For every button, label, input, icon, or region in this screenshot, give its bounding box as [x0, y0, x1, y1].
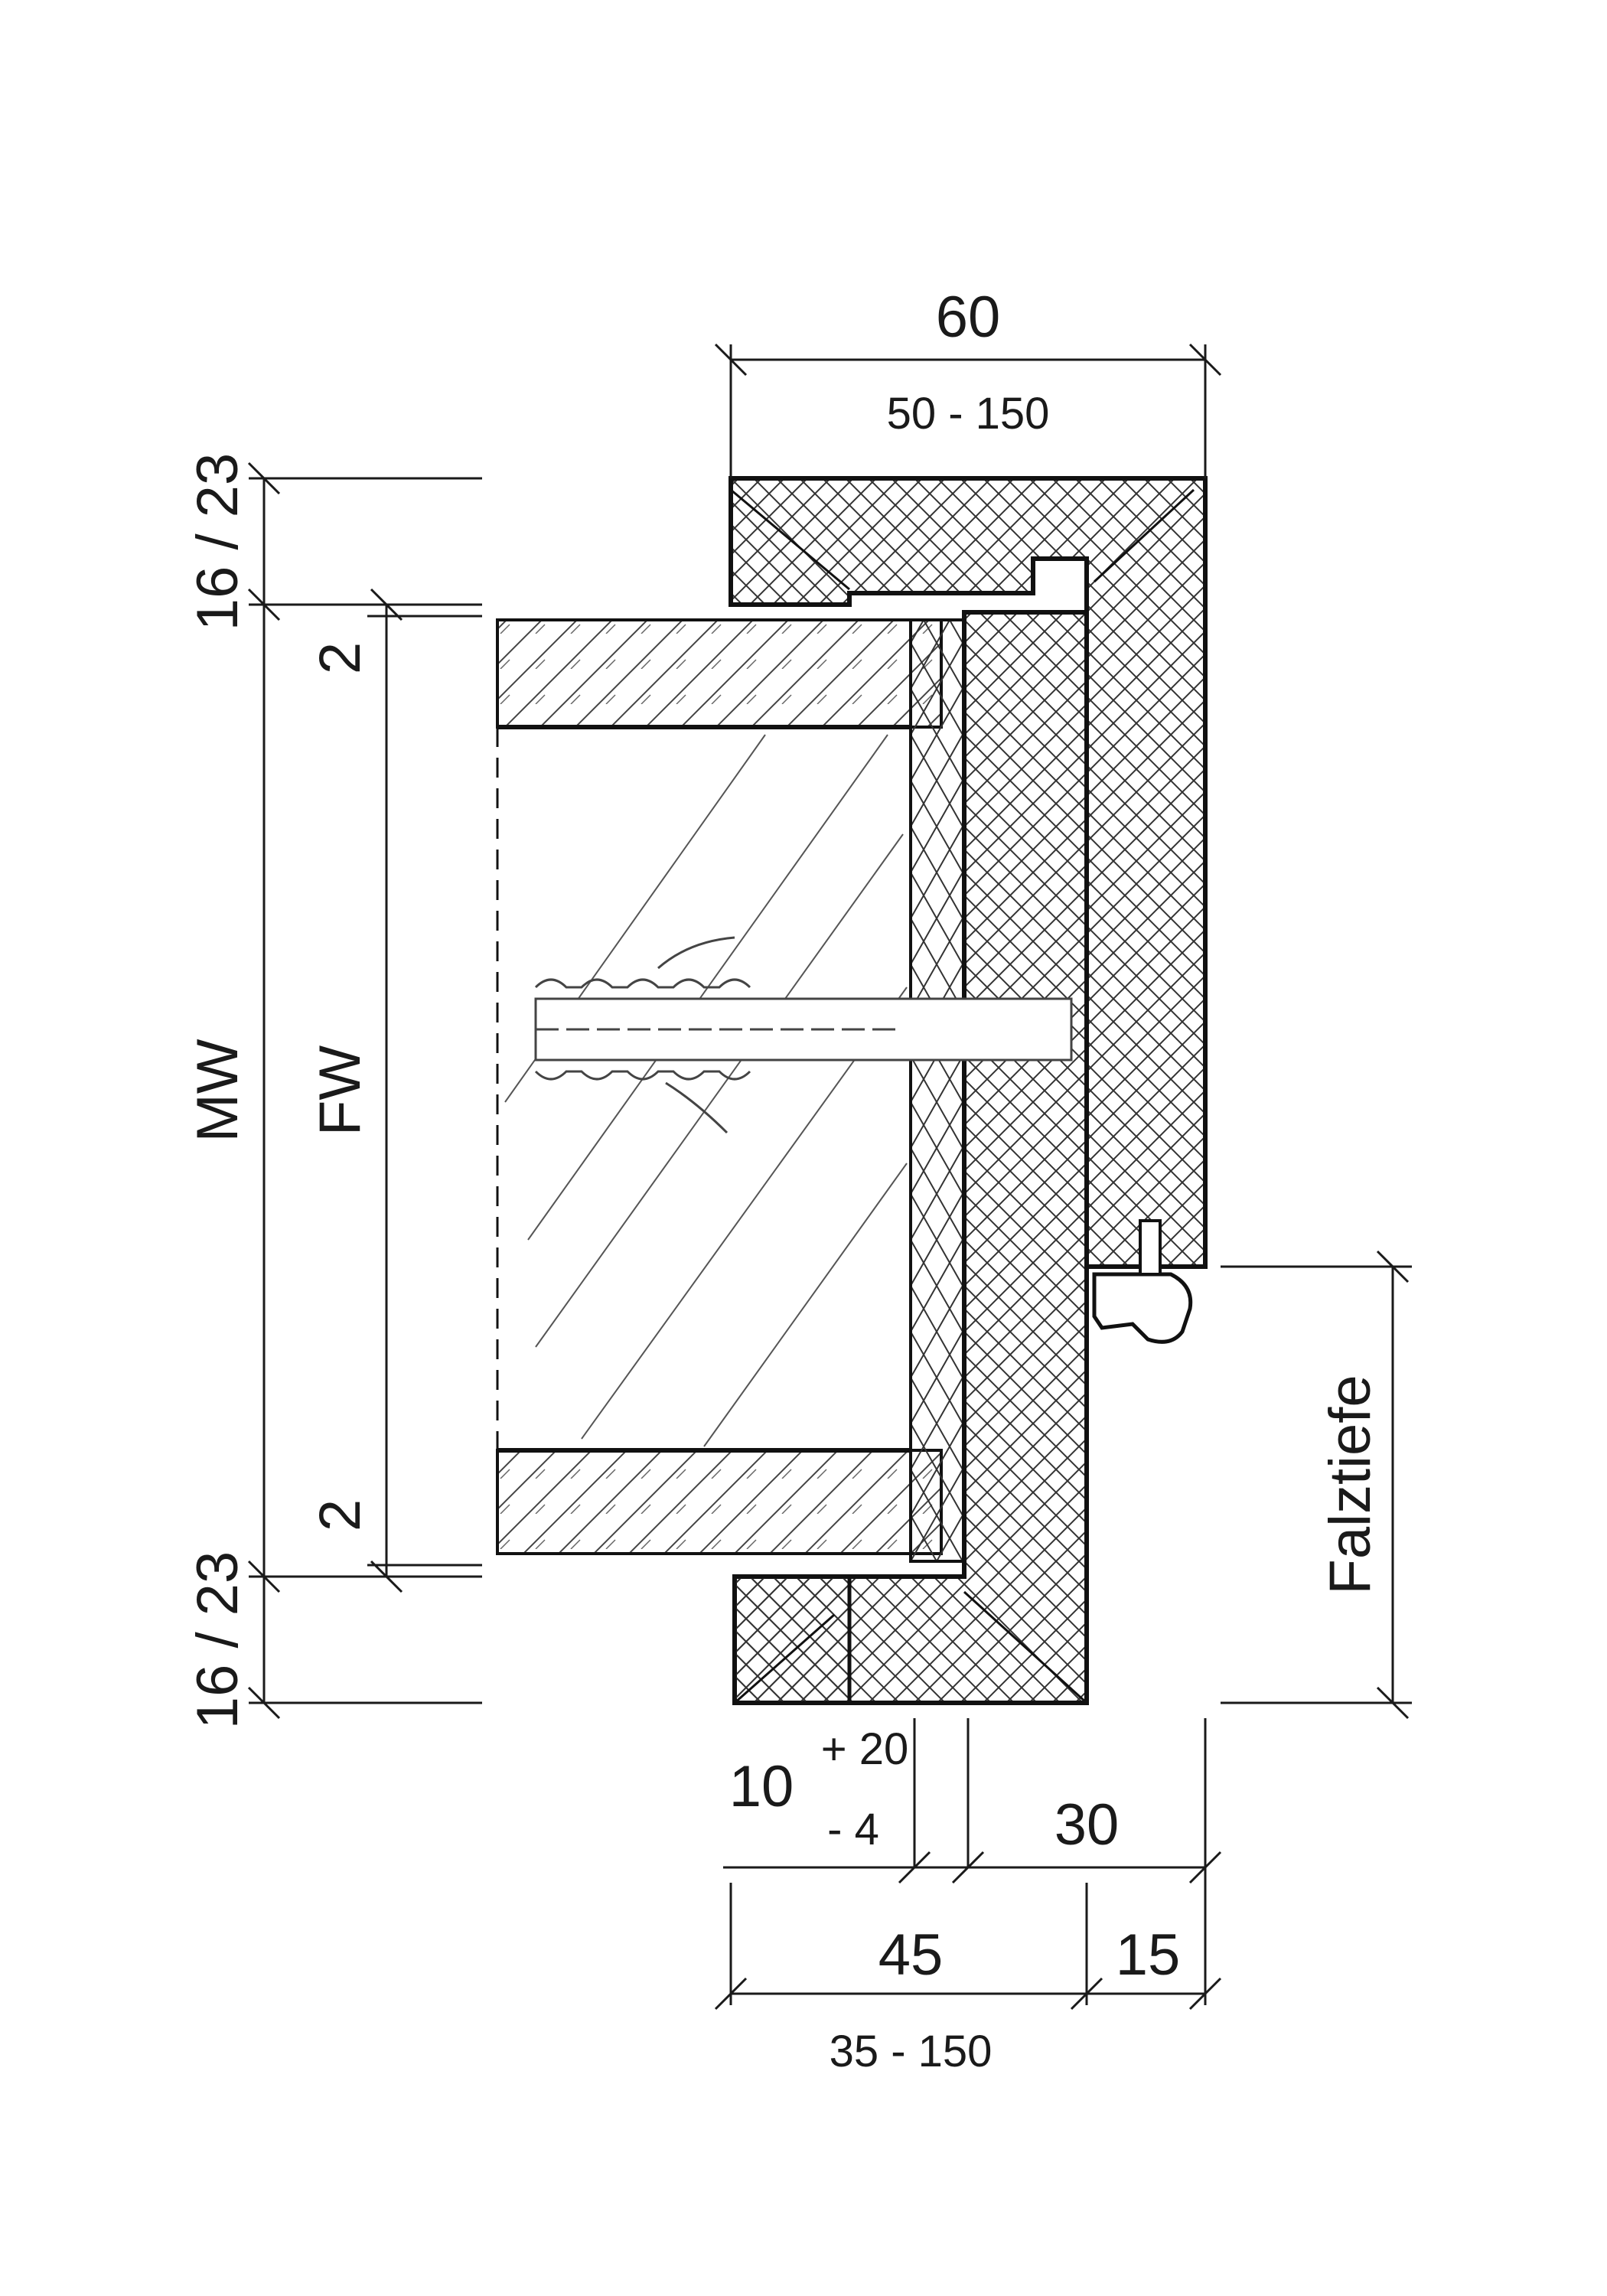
- label-frame-width: FW: [308, 1045, 373, 1136]
- wall-top-band: [496, 618, 943, 729]
- label-bottom-15: 15: [1116, 1923, 1181, 1988]
- label-gap-bottom: 2: [308, 1499, 373, 1531]
- label-tolerance-plus: + 20: [821, 1724, 909, 1774]
- wall-plug-dowel: [534, 936, 1073, 1134]
- bottom-dimensions: [714, 1718, 1222, 2011]
- label-left-top-offset: 16 / 23: [185, 453, 250, 631]
- label-gap-top: 2: [308, 642, 373, 674]
- label-top-range: 50 - 150: [887, 389, 1050, 439]
- left-dimensions: [247, 461, 482, 1720]
- label-falztiefe: Falztiefe: [1318, 1375, 1383, 1594]
- label-tolerance-minus: - 4: [827, 1805, 879, 1854]
- label-bottom-45: 45: [878, 1923, 944, 1988]
- seal-gasket: [1092, 1219, 1193, 1344]
- foam-shim: [909, 618, 966, 1563]
- label-bottom-30: 30: [1054, 1792, 1120, 1857]
- label-masonry-width: MW: [185, 1039, 250, 1142]
- wall-diagonal-lines: [504, 734, 908, 1447]
- label-top-width: 60: [936, 285, 1001, 350]
- label-bottom-range: 35 - 150: [830, 2027, 993, 2076]
- wall-bottom-band: [496, 1449, 943, 1555]
- falztiefe-dimension: [1221, 1250, 1412, 1720]
- label-left-bottom-offset: 16 / 23: [185, 1551, 250, 1729]
- label-bottom-gap: 10: [729, 1754, 794, 1819]
- top-dimension: [714, 343, 1222, 478]
